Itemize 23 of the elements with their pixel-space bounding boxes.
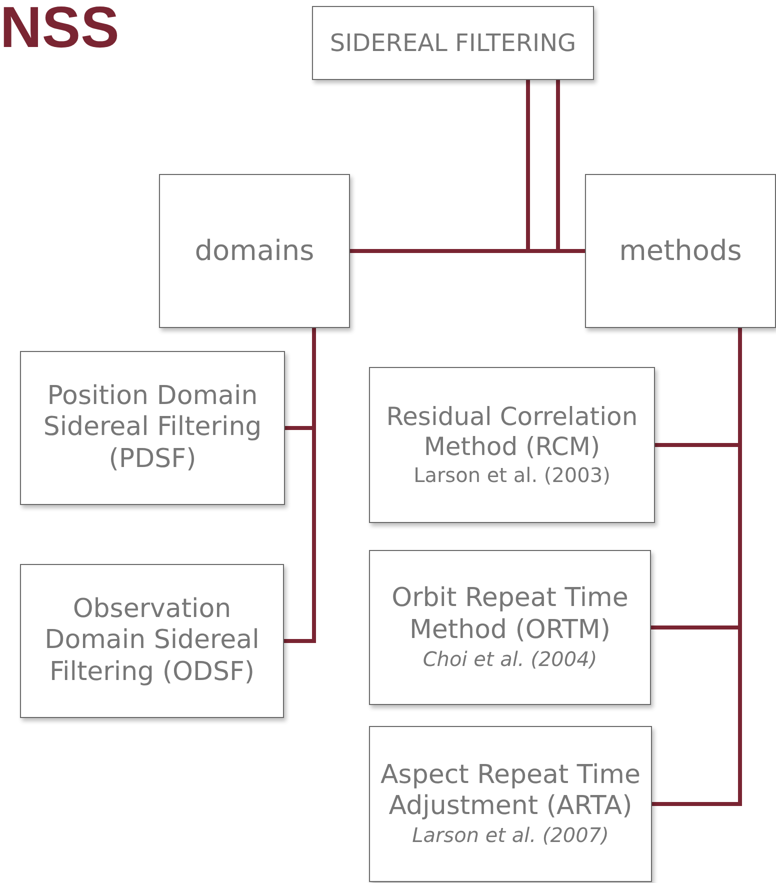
box	[369, 726, 652, 882]
node-label: Residual Correlation Method (RCM)	[385, 402, 639, 462]
node-label: SIDEREAL FILTERING	[330, 28, 576, 58]
slide-title: NSS	[0, 0, 120, 61]
node-label: domains	[194, 234, 314, 268]
node-label: Orbit Repeat Time Method (ORTM)	[390, 583, 630, 646]
citation-text: Larson et al. (2003)	[414, 462, 610, 488]
node-label: methods	[619, 234, 742, 268]
box	[369, 550, 651, 705]
box	[20, 564, 284, 718]
connector-line	[526, 80, 585, 253]
connector-line	[350, 80, 560, 253]
connector-line	[284, 328, 316, 643]
box	[312, 6, 594, 80]
node-label: Position Domain Sidereal Filtering (PDSF)	[42, 381, 263, 475]
box	[369, 367, 655, 523]
box	[585, 174, 776, 328]
box	[20, 351, 285, 505]
citation-text: Choi et al. (2004)	[422, 646, 598, 672]
node-label: Aspect Repeat Time Adjustment (ARTA)	[380, 760, 642, 822]
citation-text: Larson et al. (2007)	[412, 822, 609, 848]
node-label: Observation Domain Sidereal Filtering (ODSF)	[44, 594, 260, 688]
box	[159, 174, 350, 328]
